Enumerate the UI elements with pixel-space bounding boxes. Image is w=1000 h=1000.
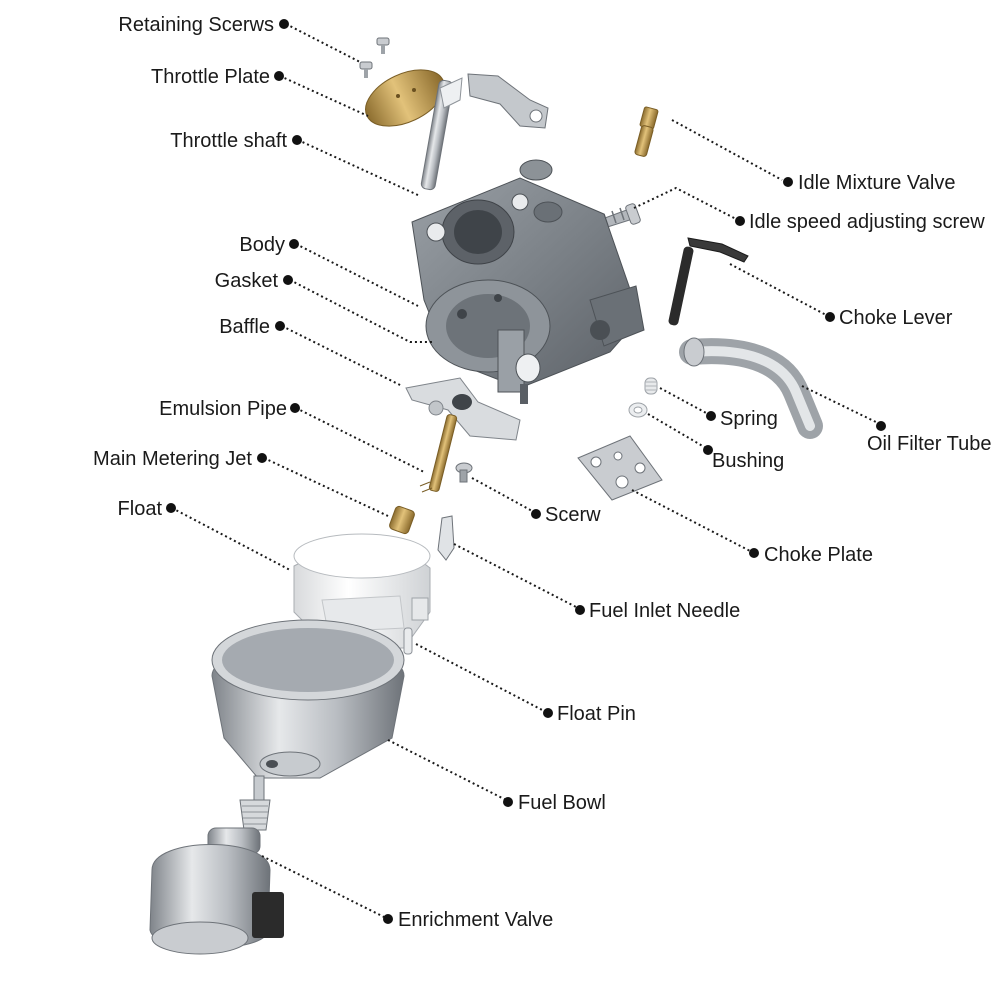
label-emulsion-pipe: Emulsion Pipe [159, 398, 287, 420]
label-baffle: Baffle [219, 316, 270, 338]
leader-baffle [281, 325, 403, 387]
leader-float-pin [415, 643, 547, 713]
leader-idle-speed-screw [633, 186, 739, 221]
fuel-bowl-part [211, 619, 405, 779]
label-throttle-shaft: Throttle shaft [170, 130, 287, 152]
label-float: Float [118, 498, 163, 520]
leader-screw [471, 477, 535, 513]
leader-lines [171, 23, 881, 919]
leader-spring [659, 387, 709, 415]
float-pin-part [403, 627, 413, 655]
leader-bushing [647, 413, 707, 449]
choke-lever-part [668, 237, 749, 326]
leader-float [171, 507, 291, 571]
label-throttle-plate: Throttle Plate [151, 66, 270, 88]
leader-emulsion-pipe [295, 407, 425, 473]
carburetor-body-part [411, 159, 645, 404]
leader-retaining-screws [285, 23, 361, 63]
leader-enrichment-valve [261, 855, 387, 919]
label-body: Body [239, 234, 285, 256]
leader-choke-plate [631, 489, 753, 553]
label-enrichment-valve: Enrichment Valve [398, 909, 553, 931]
label-gasket: Gasket [215, 270, 279, 292]
enrichment-valve-part [149, 775, 284, 955]
retaining-screws-part [359, 37, 390, 78]
throttle-shaft-part [420, 73, 549, 191]
label-oil-filter-tube: Oil Filter Tube [867, 433, 991, 455]
main-metering-jet-part [389, 505, 415, 535]
spring-part [644, 377, 658, 395]
screw-part [455, 462, 473, 483]
oil-filter-tube-part [679, 337, 823, 439]
label-idle-speed-screw: Idle speed adjusting screw [749, 211, 985, 233]
label-main-metering-jet: Main Metering Jet [93, 448, 252, 470]
label-fuel-inlet-needle: Fuel Inlet Needle [589, 600, 740, 622]
callout-labels: Retaining Scerws Throttle Plate Throttle… [93, 14, 991, 931]
idle-mixture-valve-part [634, 106, 659, 157]
leader-fuel-inlet-needle [453, 543, 579, 609]
label-float-pin: Float Pin [557, 703, 636, 725]
label-fuel-bowl: Fuel Bowl [518, 792, 606, 814]
leader-main-metering-jet [263, 457, 389, 517]
float-part [293, 533, 431, 649]
label-retaining-screws: Retaining Scerws [118, 14, 274, 36]
choke-plate-part [577, 435, 663, 501]
leader-idle-mixture-valve [671, 119, 783, 181]
fuel-inlet-needle-part [437, 515, 455, 561]
emulsion-pipe-part [419, 414, 458, 493]
leader-body [295, 243, 419, 307]
leader-fuel-bowl [387, 739, 507, 801]
label-screw: Scerw [545, 504, 601, 526]
label-idle-mixture-valve: Idle Mixture Valve [798, 172, 955, 194]
bushing-part [628, 402, 648, 418]
leader-throttle-shaft [297, 139, 421, 197]
leader-gasket [289, 279, 432, 343]
callout-dots [166, 19, 886, 924]
label-bushing: Bushing [712, 450, 784, 472]
baffle-part [405, 377, 521, 441]
leader-throttle-plate [279, 75, 369, 117]
parts-illustration [149, 37, 823, 955]
leader-choke-lever [729, 263, 829, 317]
label-choke-plate: Choke Plate [764, 544, 873, 566]
label-choke-lever: Choke Lever [839, 307, 953, 329]
label-spring: Spring [720, 408, 778, 430]
